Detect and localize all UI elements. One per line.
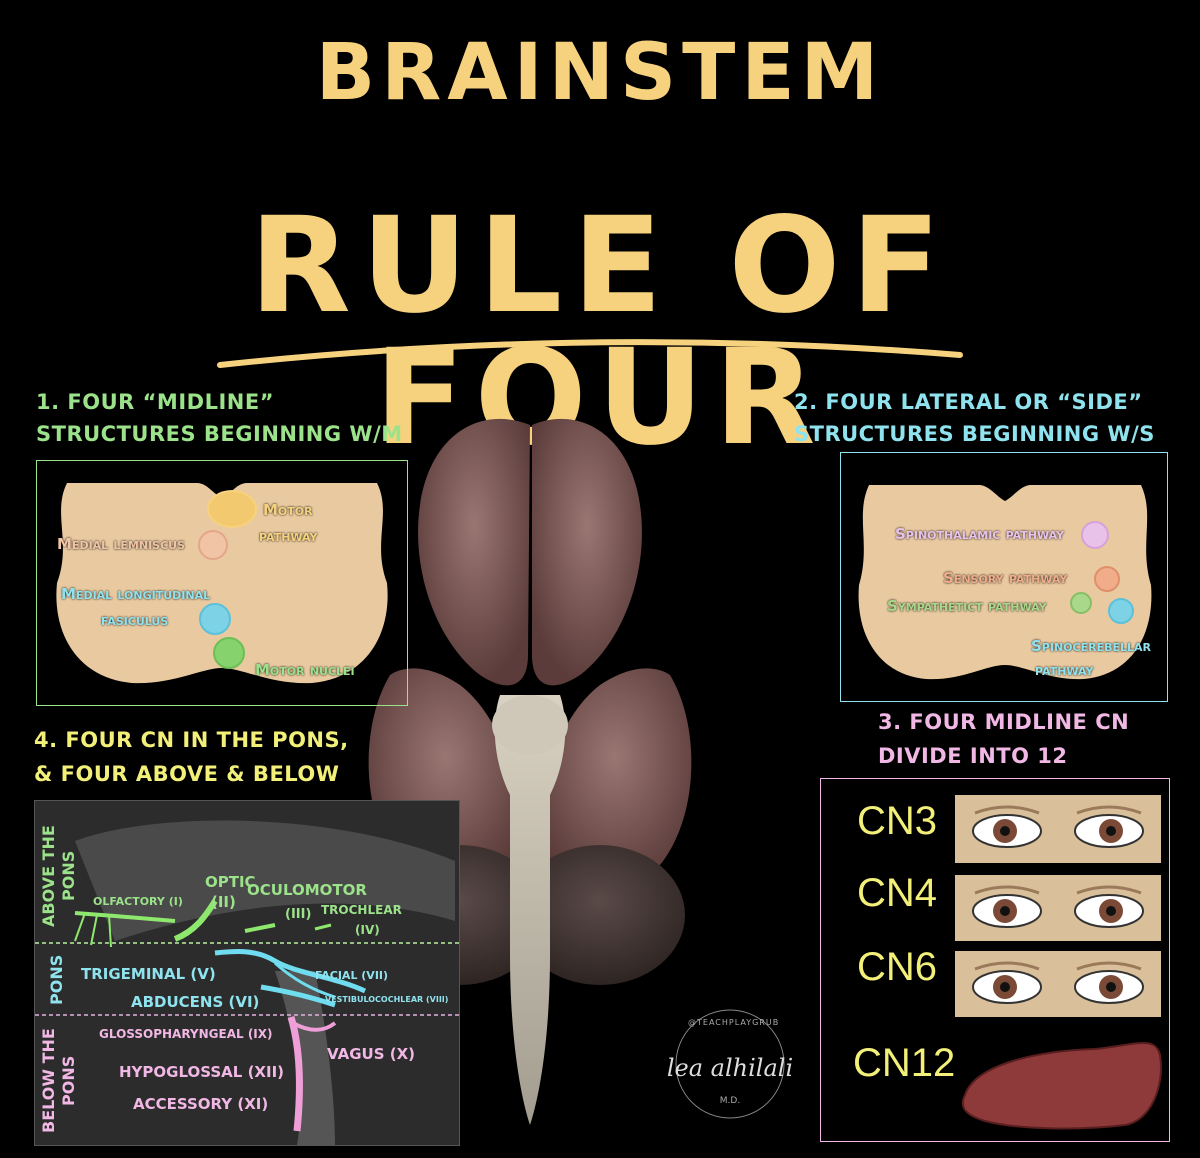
zone-below-pons: BELOW THE PONS: [39, 1028, 78, 1134]
cn6-label: CN6: [857, 945, 938, 989]
label-vestibulocochlear: VESTIBULOCOCHLEAR (VIII): [325, 995, 449, 1004]
label-sensory: Sensory pathway: [943, 569, 1068, 587]
cn3-label: CN3: [857, 799, 938, 843]
label-motor-pathway-2: pathway: [259, 527, 318, 545]
signature-circle: [675, 1009, 785, 1119]
tongue-icon: [961, 1042, 1162, 1130]
label-sympathetic: Sympathetict pathway: [887, 597, 1047, 615]
section2-panel: Spinothalamic pathway Sensory pathway Sy…: [840, 452, 1168, 702]
cn4-eyes: [955, 875, 1161, 941]
section1-panel: Motor pathway Medial lemniscus Medial lo…: [36, 460, 408, 706]
label-medial-lemniscus: Medial lemniscus: [57, 535, 186, 553]
cn12-label: CN12: [853, 1041, 956, 1085]
cn6-eyes: [955, 951, 1161, 1017]
label-mlf-1: Medial longitudinal: [61, 585, 211, 603]
label-trigeminal: TRIGEMINAL (V): [81, 965, 216, 983]
label-optic-2: (II): [211, 893, 236, 911]
label-spinocerebellar-1: Spinocerebellar: [1031, 637, 1151, 655]
eyes-icon: [972, 805, 1144, 848]
section1-header-line2: STRUCTURES BEGINNING W/M: [36, 422, 403, 446]
section4-panel: ABOVE THE PONS PONS BELOW THE PONS OLFAC…: [34, 800, 460, 1146]
section2-header-line1: 2. FOUR LATERAL OR “SIDE”: [794, 390, 1143, 414]
title-underline: [217, 339, 963, 368]
lateral-brainstem-section: [858, 485, 1152, 680]
label-facial: FACIAL (VII): [315, 969, 389, 982]
label-oculomotor-1: OCULOMOTOR: [247, 881, 367, 899]
signature: @TEACHPLAYGRUB lea alhilali M.D.: [650, 1004, 810, 1134]
section4-header-line1: 4. FOUR CN IN THE PONS,: [34, 728, 349, 752]
eyes-icon: [972, 885, 1144, 928]
label-motor-nuclei: Motor nuclei: [255, 661, 355, 679]
mri-sagittal-image: [35, 801, 459, 1145]
signature-name: lea alhilali: [666, 1054, 794, 1082]
midline-brainstem-section: [56, 483, 388, 684]
section1-header-line1: 1. FOUR “MIDLINE”: [36, 390, 274, 414]
zone-above-pons: ABOVE THE PONS: [39, 825, 78, 927]
section2-header-line2: STRUCTURES BEGINNING W/S: [794, 422, 1155, 446]
label-abducens: ABDUCENS (VI): [131, 993, 260, 1011]
title-rule-of-four: RULE OF FOUR: [249, 189, 951, 475]
label-hypoglossal: HYPOGLOSSAL (XII): [119, 1063, 285, 1081]
label-motor-pathway-1: Motor: [263, 501, 313, 519]
title-brainstem: BRAINSTEM: [315, 28, 885, 118]
section3-header-line1: 3. FOUR MIDLINE CN: [878, 710, 1130, 734]
label-olfactory: OLFACTORY (I): [93, 895, 183, 908]
section4-header-line2: & FOUR ABOVE & BELOW: [34, 762, 340, 786]
label-accessory: ACCESSORY (XI): [133, 1095, 269, 1113]
signature-suffix: M.D.: [719, 1096, 741, 1106]
zone-pons: PONS: [47, 954, 66, 1006]
cn4-label: CN4: [857, 871, 938, 915]
label-mlf-2: fasiculus: [101, 611, 169, 629]
label-glossopharyngeal: GLOSSOPHARYNGEAL (IX): [99, 1027, 273, 1041]
label-oculomotor-2: (III): [285, 907, 312, 922]
label-trochlear-1: TROCHLEAR: [321, 903, 402, 917]
signature-handle: @TEACHPLAYGRUB: [688, 1018, 780, 1027]
label-spinocerebellar-2: pathway: [1035, 661, 1094, 679]
section3-header-line2: DIVIDE INTO 12: [878, 744, 1068, 768]
label-trochlear-2: (IV): [355, 923, 380, 937]
label-vagus: VAGUS (X): [327, 1045, 415, 1063]
section3-panel: CN3 CN4 CN6 CN12: [820, 778, 1170, 1142]
label-optic-1: OPTIC: [205, 873, 256, 891]
eyes-icon: [972, 961, 1144, 1004]
cn3-eyes: [955, 795, 1161, 863]
label-spinothalamic: Spinothalamic pathway: [895, 525, 1065, 543]
